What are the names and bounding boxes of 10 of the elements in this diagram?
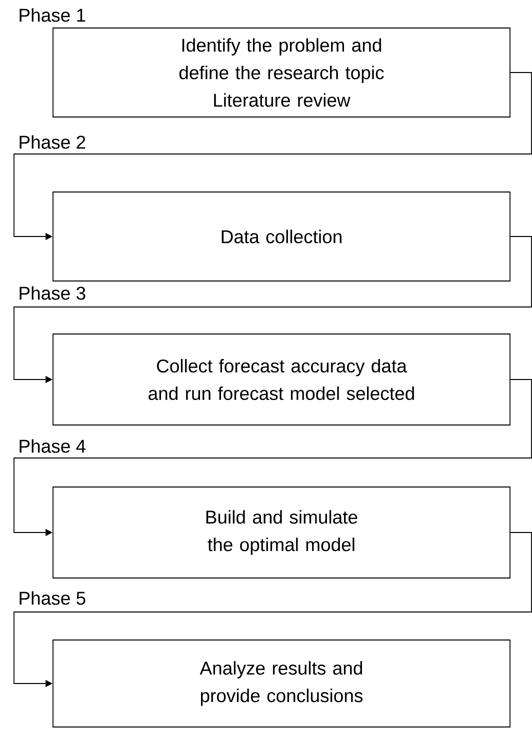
process-box: Identify the problem and define the research topic Literature review [52,28,510,118]
phase-label: Phase 2 [20,135,86,149]
phase-label: Phase 4 [20,439,86,453]
phase-label: Phase 3 [20,286,86,300]
process-box: Analyze results and provide conclusions [52,640,510,728]
phase-label: Phase 5 [20,591,86,605]
process-box: Data collection [52,192,510,282]
process-box: Build and simulate the optimal model [52,486,510,578]
phase-label: Phase 1 [20,8,86,22]
process-box: Collect forecast accuracy data and run forecast model selected [52,334,510,426]
